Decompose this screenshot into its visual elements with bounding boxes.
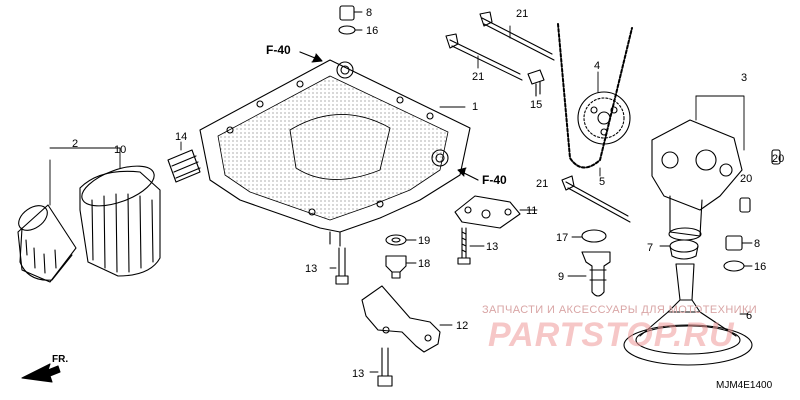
callout-20-left: 20 bbox=[740, 173, 753, 185]
bracket[interactable] bbox=[361, 285, 441, 353]
reference-f40-right: F-40 bbox=[482, 173, 507, 187]
long-bolt[interactable] bbox=[445, 33, 523, 81]
callout-13-bottom: 13 bbox=[352, 368, 365, 380]
callout-9: 9 bbox=[558, 271, 565, 283]
o-ring[interactable] bbox=[338, 25, 356, 35]
watermark-logo: PARTSTOP.RU bbox=[488, 316, 735, 354]
callout-17: 17 bbox=[556, 232, 569, 244]
drive-chain[interactable] bbox=[557, 23, 633, 169]
callout-1: 1 bbox=[472, 101, 479, 113]
oil-pump[interactable] bbox=[651, 119, 743, 241]
oil-filter[interactable] bbox=[77, 158, 161, 277]
oil-strainer[interactable] bbox=[623, 263, 753, 366]
callout-2: 2 bbox=[72, 138, 79, 150]
drain-bolt[interactable] bbox=[385, 255, 407, 279]
dowel-pin[interactable] bbox=[739, 197, 751, 213]
callout-8-right: 8 bbox=[754, 238, 761, 250]
watermark-tagline: ЗАПЧАСТИ И АКСЕССУАРЫ ДЛЯ МОТОТЕХНИКИ bbox=[482, 304, 758, 316]
callout-7: 7 bbox=[647, 242, 654, 254]
stud-bolt[interactable] bbox=[527, 69, 545, 97]
reference-f40-top: F-40 bbox=[266, 43, 291, 57]
callout-13-right: 13 bbox=[486, 241, 499, 253]
washer[interactable] bbox=[385, 234, 407, 246]
long-bolt[interactable] bbox=[561, 175, 631, 223]
callout-15: 15 bbox=[530, 99, 543, 111]
bolt[interactable] bbox=[377, 347, 393, 387]
callout-16-right: 16 bbox=[754, 261, 767, 273]
front-label: FR. bbox=[52, 354, 69, 365]
callout-21-middle: 21 bbox=[472, 71, 485, 83]
sprocket[interactable] bbox=[577, 91, 631, 145]
callout-21-top: 21 bbox=[516, 8, 529, 20]
callout-3: 3 bbox=[741, 72, 748, 84]
callout-18: 18 bbox=[418, 258, 431, 270]
collar[interactable] bbox=[339, 5, 355, 21]
callout-10: 10 bbox=[114, 144, 127, 156]
callout-12: 12 bbox=[456, 320, 469, 332]
callout-16-top: 16 bbox=[366, 25, 379, 37]
long-bolt[interactable] bbox=[479, 11, 555, 61]
callout-19: 19 bbox=[418, 235, 431, 247]
o-ring[interactable] bbox=[581, 229, 607, 243]
o-ring[interactable] bbox=[723, 260, 745, 272]
reference-arrow bbox=[299, 51, 323, 63]
callout-8-top: 8 bbox=[366, 7, 373, 19]
callout-4: 4 bbox=[594, 60, 601, 72]
diagram-code: MJM4E1400 bbox=[716, 380, 773, 391]
front-direction-arrow bbox=[21, 363, 61, 383]
seal-ring[interactable] bbox=[669, 239, 699, 260]
gasket[interactable] bbox=[454, 195, 521, 229]
callout-5: 5 bbox=[599, 176, 606, 188]
bolt[interactable] bbox=[457, 227, 471, 265]
callout-14: 14 bbox=[175, 131, 188, 143]
callout-6: 6 bbox=[746, 310, 753, 322]
oil-pipe[interactable] bbox=[167, 149, 201, 183]
reference-arrow bbox=[457, 167, 479, 181]
bolt[interactable] bbox=[335, 247, 349, 285]
collar[interactable] bbox=[725, 235, 743, 251]
relief-valve[interactable] bbox=[581, 251, 611, 297]
callout-21-bottom: 21 bbox=[536, 178, 549, 190]
oil-filter-cartridge[interactable] bbox=[14, 201, 77, 283]
callout-13-left: 13 bbox=[305, 263, 318, 275]
callout-20-right: 20 bbox=[772, 153, 785, 165]
callout-11: 11 bbox=[526, 205, 538, 217]
dowel-pin[interactable] bbox=[771, 149, 781, 165]
oil-pan[interactable] bbox=[199, 59, 471, 247]
